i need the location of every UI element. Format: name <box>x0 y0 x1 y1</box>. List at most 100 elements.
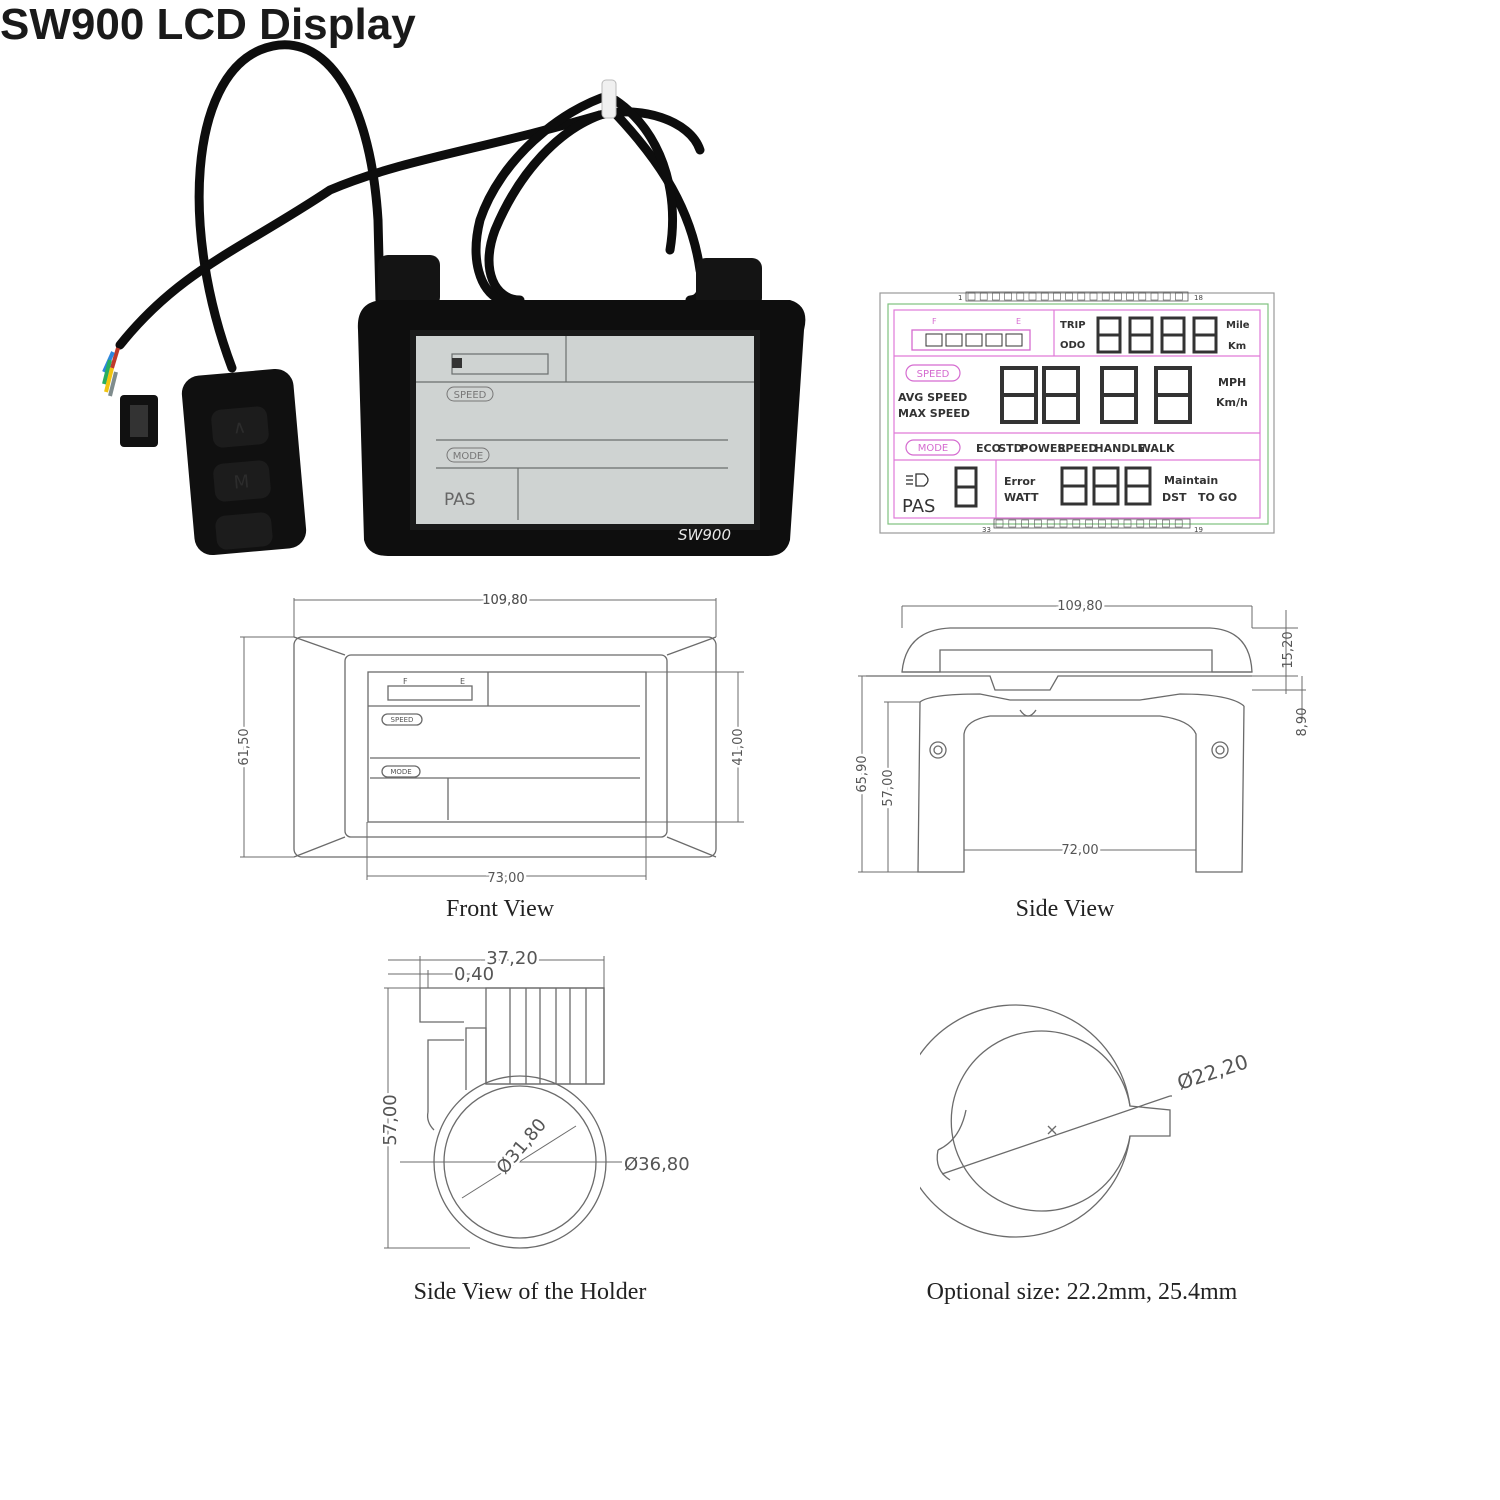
mode-word: HANDLE <box>1094 442 1145 455</box>
pin <box>1046 519 1055 528</box>
button-remote: ∧ M <box>181 368 307 556</box>
optional-size-drawing: Ø22,20 <box>920 1004 1251 1238</box>
sv-holder-spacing-dim: 72,00 <box>1061 843 1098 858</box>
error-label: Error <box>1004 475 1036 488</box>
clamp-right <box>696 258 762 308</box>
cable <box>115 40 707 373</box>
watt-label: WATT <box>1004 491 1039 504</box>
to-go-label: TO GO <box>1198 491 1237 504</box>
side-view-caption: Side View <box>1015 896 1115 922</box>
fv-width-dim: 109,80 <box>482 593 528 608</box>
hv-height-dim: 57,00 <box>380 1094 401 1146</box>
mph-label: MPH <box>1218 376 1246 389</box>
mode-word: STD <box>998 442 1023 455</box>
max-speed-label: MAX SPEED <box>898 407 970 420</box>
segment-digit <box>1128 316 1154 354</box>
fv-fuel-f: F <box>403 677 408 686</box>
product-photo: ∧ M SPEED MODE PAS SW900 <box>102 40 806 556</box>
pin <box>1072 519 1081 528</box>
mile-label: Mile <box>1226 320 1250 331</box>
sv-total-height-dim: 65,90 <box>855 755 870 792</box>
optional-size-caption: Optional size: 22.2mm, 25.4mm <box>926 1279 1238 1305</box>
segment-digit <box>1100 366 1138 424</box>
pin <box>1016 292 1025 301</box>
pin <box>1162 292 1171 301</box>
pin <box>1114 292 1122 301</box>
svg-text:M: M <box>233 471 250 493</box>
maintain-label: Maintain <box>1164 474 1218 487</box>
lcd-screen <box>416 336 754 524</box>
segment-digit <box>1154 366 1192 424</box>
photo-mode-badge: MODE <box>453 451 484 462</box>
pin <box>1053 292 1061 301</box>
pin <box>1065 292 1073 301</box>
pin-label: 19 <box>1194 526 1203 534</box>
holder-view-caption: Side View of the Holder <box>413 1279 647 1305</box>
segment-digit <box>1096 316 1122 354</box>
lcd-segment-map: 1 18 33 19 F E TRIP ODO Mile Km SPEED AV… <box>879 291 1275 534</box>
fv-screen-width-dim: 73,00 <box>487 871 524 886</box>
pin <box>1174 519 1183 528</box>
hv-outer-diameter-dim: Ø36,80 <box>624 1154 690 1175</box>
pin <box>1110 519 1119 528</box>
segment-digit <box>1092 466 1120 506</box>
photo-pas-label: PAS <box>444 490 476 510</box>
segment-digit <box>1124 466 1152 506</box>
fv-screen-height-dim: 41,00 <box>731 728 746 765</box>
pin <box>1150 292 1159 301</box>
hv-offset-dim: 0,40 <box>454 964 494 985</box>
pin <box>979 292 988 301</box>
front-view-caption: Front View <box>445 896 555 922</box>
pin <box>995 519 1004 528</box>
pin <box>1028 292 1037 301</box>
pin <box>1034 519 1042 528</box>
speed-badge: SPEED <box>917 369 950 380</box>
fuel-e-label: E <box>1016 317 1021 326</box>
pas-label: PAS <box>902 496 935 517</box>
side-view-drawing: 109,80 15,20 8,90 65,90 57,00 72,00 <box>853 597 1310 873</box>
segment-digit <box>954 466 978 508</box>
segment-digit <box>1192 316 1218 354</box>
pin <box>1077 292 1086 301</box>
segment-digit <box>1042 366 1080 424</box>
sv-top-height-dim: 15,20 <box>1281 631 1296 668</box>
sv-holder-height-dim: 57,00 <box>881 769 896 806</box>
pin <box>992 292 1000 301</box>
headlight-icon <box>906 473 929 487</box>
hv-width-dim: 37,20 <box>486 948 538 969</box>
svg-text:∧: ∧ <box>232 416 247 438</box>
pin <box>1136 519 1145 528</box>
mode-word: POWER <box>1020 442 1066 455</box>
dst-label: DST <box>1162 491 1187 504</box>
front-view-drawing: F E SPEED MODE 109,80 109,80 61,50 73,00… <box>235 591 749 889</box>
pin <box>1008 519 1017 528</box>
hv-inner-diameter-dim: Ø31,80 <box>493 1115 551 1179</box>
clamp-left <box>378 255 440 307</box>
pin <box>1098 519 1106 528</box>
pin <box>967 292 976 301</box>
pin-label: 18 <box>1194 294 1203 302</box>
segment-digit <box>1060 466 1088 506</box>
pin <box>1149 519 1157 528</box>
fv-fuel-e: E <box>460 677 465 686</box>
avg-speed-label: AVG SPEED <box>898 391 967 404</box>
pin-label: 1 <box>958 294 962 302</box>
segment-digit <box>1160 316 1186 354</box>
pin <box>1059 519 1068 528</box>
pin <box>1123 519 1132 528</box>
kmh-label: Km/h <box>1216 396 1248 409</box>
pin-label: 33 <box>982 526 991 534</box>
pin <box>1021 519 1029 528</box>
sv-gap-dim: 8,90 <box>1295 708 1310 737</box>
mode-word: SPEED <box>1057 442 1097 455</box>
pin <box>1040 292 1049 301</box>
fv-mode-badge: MODE <box>390 768 411 776</box>
pin <box>1004 292 1012 301</box>
cable-tie <box>601 79 617 119</box>
fv-width-dim-text: 109,80 <box>482 593 528 608</box>
fuel-f-label: F <box>932 317 937 326</box>
mode-word: WALK <box>1139 442 1175 455</box>
ov-diameter-dim: Ø22,20 <box>1174 1049 1251 1094</box>
mode-word: ECO <box>976 442 1001 455</box>
pin <box>1085 519 1093 528</box>
